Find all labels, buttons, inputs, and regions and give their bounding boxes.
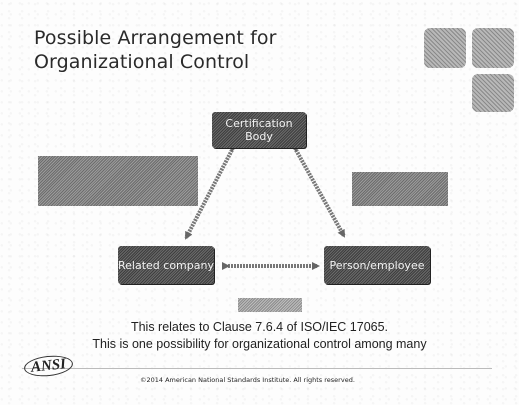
decorative-square-3 (472, 74, 514, 112)
annotation-box-right (352, 172, 448, 206)
node-certification-body: Certification Body (212, 112, 306, 148)
node-related-company: Related company (118, 246, 214, 284)
copyright-text: ©2014 American National Standards Instit… (140, 376, 355, 384)
slide-title: Possible Arrangement for Organizational … (34, 27, 277, 73)
arrow-certification-to-person (289, 142, 346, 238)
caption-line-1: This relates to Clause 7.6.4 of ISO/IEC … (130, 320, 389, 334)
footer-divider (22, 368, 492, 369)
node-person-employee: Person/employee (324, 246, 430, 284)
arrow-certification-to-related (184, 142, 239, 240)
annotation-box-left (38, 156, 198, 206)
annotation-box-bottom (238, 298, 302, 312)
decorative-square-1 (424, 28, 466, 68)
decorative-square-2 (472, 28, 514, 68)
caption-line-2: This is one possibility for organization… (92, 337, 427, 351)
